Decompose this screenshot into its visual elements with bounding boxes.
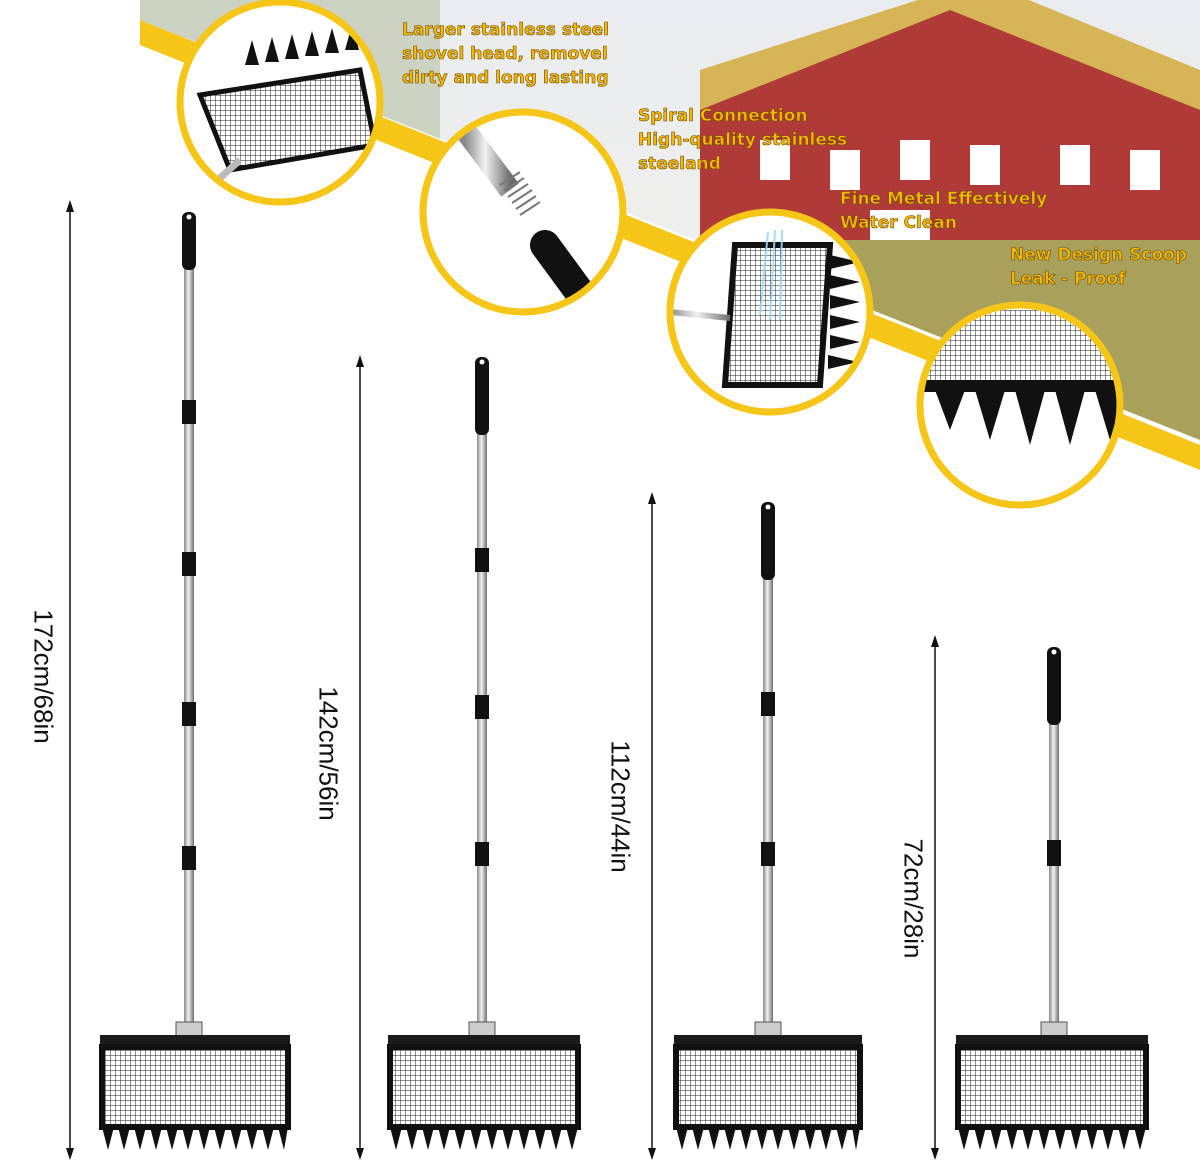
callout-spiral-connection: Spiral Connection High-quality stainless… <box>638 104 848 176</box>
callout-line: Spiral Connection <box>638 106 808 127</box>
callout-line: Larger stainless steel <box>402 20 610 41</box>
callout-line: Water Clean <box>840 213 958 234</box>
callout-line: steeland <box>638 154 721 175</box>
dimension-arrows <box>66 200 939 1160</box>
detail-circle-water-clean <box>666 208 874 416</box>
detail-circle-spiral-connection <box>419 108 627 316</box>
shovel-72cm <box>955 647 1149 1150</box>
callout-line: dirty and long lasting <box>402 68 609 89</box>
callout-line: shovel head, removel <box>402 44 608 65</box>
callout-shovel-head: Larger stainless steel shovel head, remo… <box>402 18 610 90</box>
dimension-label-112: 112cm/44in <box>605 740 636 873</box>
shovel-142cm <box>387 357 581 1150</box>
dimension-label-72: 72cm/28in <box>898 838 929 959</box>
callout-leak-proof: New Design Scoop Leak - Proof <box>1010 243 1188 291</box>
dimension-label-142: 142cm/56in <box>313 686 344 821</box>
callout-line: High-quality stainless <box>638 130 848 151</box>
callout-water-clean: Fine Metal Effectively Water Clean <box>840 187 1048 235</box>
shovel-172cm <box>99 212 291 1150</box>
dimension-label-172: 172cm/68in <box>28 609 59 744</box>
detail-circle-shovel-head <box>176 0 384 206</box>
callout-line: Fine Metal Effectively <box>840 189 1048 210</box>
shovel-112cm <box>673 502 863 1150</box>
callout-line: New Design Scoop <box>1010 245 1188 266</box>
callout-line: Leak - Proof <box>1010 269 1126 290</box>
